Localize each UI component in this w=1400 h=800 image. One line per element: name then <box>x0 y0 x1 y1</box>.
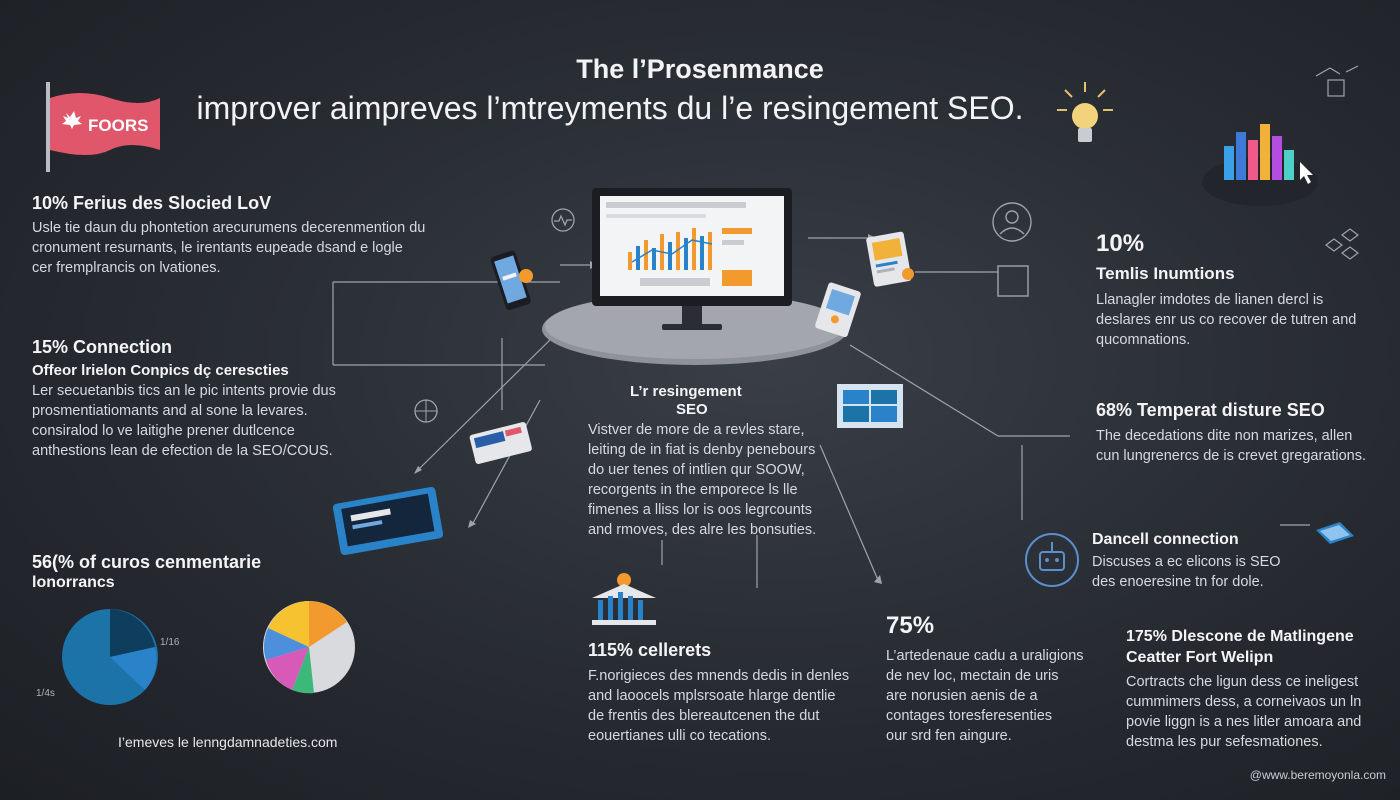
left-block2-heading: 15% Connection <box>32 337 173 357</box>
center-heading: L’r resingement <box>630 383 742 400</box>
laptop-icon <box>328 485 448 557</box>
right-block1-text: Llanagler imdotes de lianen dercl is des… <box>1096 292 1357 348</box>
robot-icon <box>1022 530 1082 590</box>
pie-label-1: 1/16 <box>160 637 180 648</box>
window-panel-icon <box>835 382 905 432</box>
bottom-center-text: F.norigieces des mnends dedis in denles … <box>588 668 850 744</box>
bank-building-icon <box>588 570 660 630</box>
left-block1-text: Usle tie daun du phontetion arecurumens … <box>32 220 426 276</box>
phone-icon <box>484 248 540 314</box>
right-block2-text: The decedations dite non marizes, allen … <box>1096 428 1367 464</box>
3d-bar-chart-icon <box>1200 110 1330 210</box>
monitor-icon <box>592 188 792 336</box>
left-block3-subheading: lonorrancs <box>32 574 115 591</box>
page-title: The l’Prosenmance <box>576 54 824 84</box>
left-block2-subheading: Offeor lrielon Conpics dç cerescties <box>32 362 289 379</box>
credit-text: @www.beremoyonla.com <box>1249 768 1386 782</box>
pie-chart-multicolor <box>262 600 357 695</box>
mini-tablet-icon <box>810 280 866 346</box>
right-block4-text: Cortracts che ligun dess ce ineligest cu… <box>1126 674 1362 750</box>
page-subtitle: improver aimpreves l’mtreyments du l’e r… <box>196 90 1024 126</box>
globe-icon <box>410 395 442 427</box>
right-block3-text: Discuses a ec elicons is SEO des enoeres… <box>1092 554 1281 590</box>
center-text: Vistver de more de a revles stare, leiti… <box>588 422 817 538</box>
right-block4-subheading: Ceatter Fort Welipn <box>1126 649 1274 666</box>
left-block3-heading: 56(% of curos cenmentarie <box>32 552 262 572</box>
flag-icon: FOORS <box>40 80 170 175</box>
square-node-icon <box>996 264 1030 298</box>
left-block2-text: Ler secuetanbis tics an le pic intents p… <box>32 383 336 459</box>
pie-chart-blue <box>55 605 175 705</box>
document-card-icon <box>466 422 536 466</box>
user-circle-icon <box>990 200 1034 244</box>
right-block4-heading: 175% Dlescone de Matlingene <box>1126 628 1354 645</box>
flag-label: FOORS <box>88 116 149 135</box>
left-block1-heading: 10% Ferius des Slocied LoV <box>32 193 272 213</box>
bottom-mid-heading: 75% <box>886 612 935 639</box>
gauge-icon <box>548 205 578 235</box>
center-subheading: SEO <box>676 401 708 418</box>
right-block3-heading: Dancell connection <box>1092 531 1239 548</box>
right-block1-subheading: Temlis Inumtions <box>1096 264 1235 283</box>
left-footer-link: I’emeves le lenngdamnadeties.com <box>118 734 338 750</box>
pie-label-2: 1/4s <box>36 688 55 699</box>
tablet-icon <box>862 230 918 290</box>
cube-doodle-icon <box>1310 62 1365 107</box>
right-block2-heading: 68% Temperat disture SEO <box>1096 400 1325 420</box>
cubes-icon <box>1320 225 1364 265</box>
right-block1-heading: 10% <box>1096 230 1145 257</box>
blue-card-icon <box>1310 518 1358 548</box>
bottom-mid-text: L’artedenaue cadu a uraligions de nev lo… <box>886 648 1084 744</box>
lightbulb-icon <box>1045 78 1125 158</box>
bottom-center-heading: 115% cellerets <box>588 640 712 660</box>
